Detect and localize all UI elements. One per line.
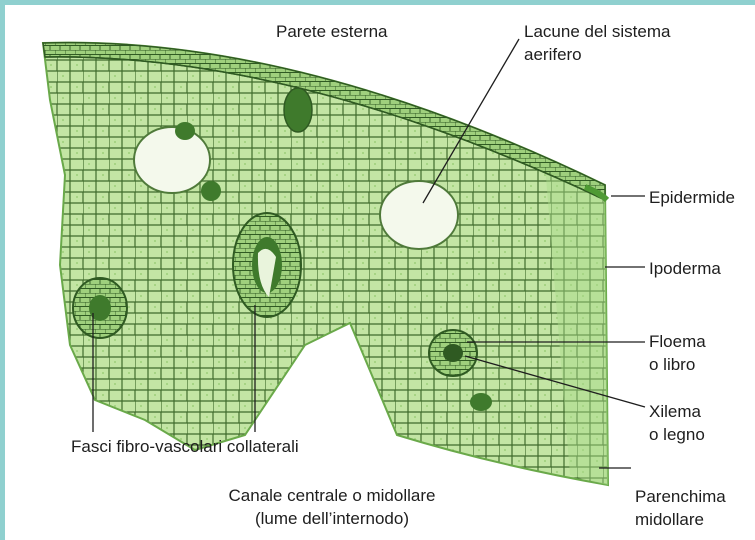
bundle-central (233, 213, 301, 317)
lacuna-right (380, 181, 458, 249)
stem-cross-section-illustration (5, 5, 755, 540)
label-ipoderma: Ipoderma (649, 257, 721, 280)
bundle-top (284, 88, 312, 132)
label-lacune-line1: Lacune del sistema (524, 20, 670, 43)
bundle-phloem-xylem (429, 330, 477, 376)
bundle-left (73, 278, 127, 338)
lacuna-upper-left (134, 127, 210, 193)
label-epidermide: Epidermide (649, 186, 735, 209)
label-canale-line2: (lume dell’internodo) (203, 507, 461, 530)
label-xilema: Xilema o legno (649, 400, 705, 446)
label-xilema-line2: o legno (649, 423, 705, 446)
label-fasci: Fasci fibro-vascolari collaterali (71, 435, 299, 458)
label-canale-line1: Canale centrale o midollare (203, 484, 461, 507)
label-parenchima-line1: Parenchima (635, 485, 726, 508)
label-xilema-line1: Xilema (649, 400, 705, 423)
bundle-small-2 (201, 181, 221, 201)
label-floema-line1: Floema (649, 330, 706, 353)
label-parenchima-line2: midollare (635, 508, 726, 531)
label-lacune: Lacune del sistema aerifero (524, 20, 670, 66)
label-floema: Floema o libro (649, 330, 706, 376)
bundle-small-3 (470, 393, 492, 411)
label-parete-esterna: Parete esterna (276, 20, 388, 43)
label-canale: Canale centrale o midollare (lume dell’i… (203, 484, 461, 530)
label-parenchima: Parenchima midollare (635, 485, 726, 531)
tissue-body (43, 43, 608, 485)
label-floema-line2: o libro (649, 353, 706, 376)
label-lacune-line2: aerifero (524, 43, 670, 66)
bundle-small-1 (175, 122, 195, 140)
